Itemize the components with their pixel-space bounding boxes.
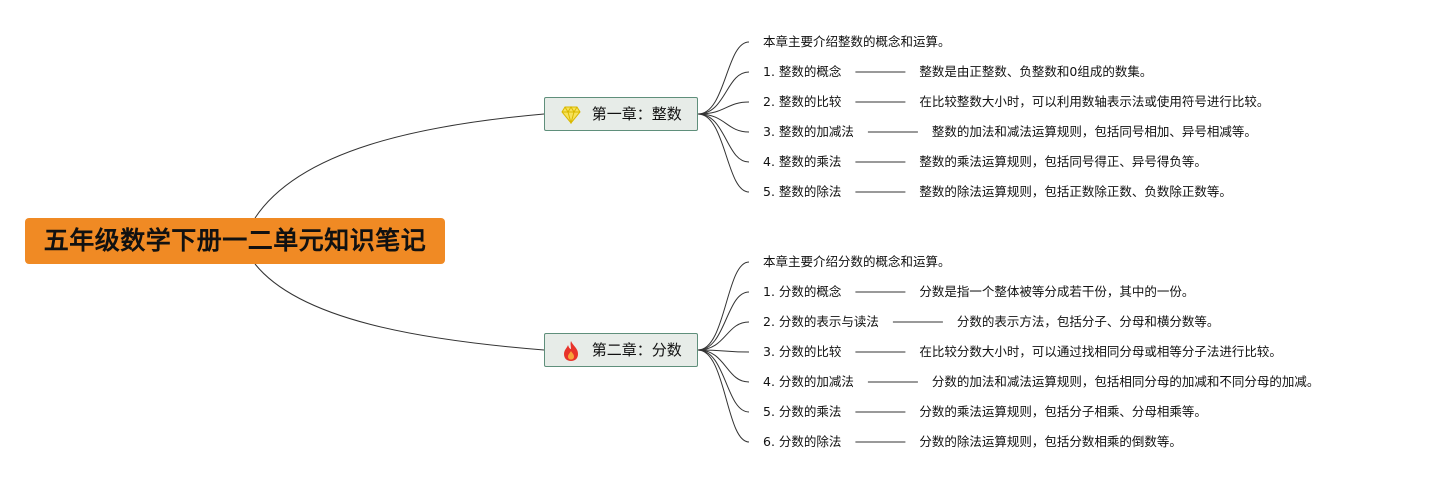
root-to-chapter-2-line: [254, 263, 545, 351]
topic-label[interactable]: 2. 分数的表示与读法: [763, 314, 879, 329]
topic-description[interactable]: 分数的乘法运算规则，包括分子相乘、分母相乘等。: [919, 404, 1207, 419]
topic-label[interactable]: 5. 整数的除法: [763, 184, 842, 199]
branch-line-2-1: [697, 291, 750, 351]
topic-label[interactable]: 3. 分数的比较: [763, 344, 842, 359]
branch-line-1-1: [697, 71, 750, 115]
topic-description[interactable]: 在比较分数大小时，可以通过找相同分母或相等分子法进行比较。: [919, 344, 1282, 359]
topic-description[interactable]: 整数的除法运算规则，包括正数除正数、负数除正数等。: [919, 184, 1232, 199]
topic-label[interactable]: 4. 整数的乘法: [763, 154, 842, 169]
topic-label[interactable]: 6. 分数的除法: [763, 434, 842, 449]
fire-icon: [561, 340, 583, 362]
topic-label[interactable]: 本章主要介绍整数的概念和运算。: [763, 34, 951, 49]
topic-description[interactable]: 分数的表示方法，包括分子、分母和横分数等。: [956, 314, 1220, 329]
branch-line-1-3: [697, 113, 750, 133]
topic-description[interactable]: 分数是指一个整体被等分成若干份，其中的一份。: [919, 284, 1195, 299]
branch-line-1-4: [697, 113, 750, 163]
branch-line-2-4: [697, 349, 750, 383]
topic-label[interactable]: 4. 分数的加减法: [763, 374, 854, 389]
root-title: 五年级数学下册一二单元知识笔记: [43, 226, 427, 255]
topic-label[interactable]: 1. 分数的概念: [763, 284, 842, 299]
topic-description[interactable]: 整数是由正整数、负整数和0组成的数集。: [919, 64, 1153, 79]
branch-line-1-0: [697, 41, 750, 115]
topic-description[interactable]: 整数的乘法运算规则，包括同号得正、异号得负等。: [919, 154, 1207, 169]
topic-label[interactable]: 5. 分数的乘法: [763, 404, 842, 419]
topic-description[interactable]: 分数的除法运算规则，包括分数相乘的倒数等。: [919, 434, 1182, 449]
branch-line-1-2: [697, 101, 750, 115]
topic-label[interactable]: 2. 整数的比较: [763, 94, 842, 109]
root-to-chapter-1-line: [254, 113, 545, 219]
topic-description[interactable]: 在比较整数大小时，可以利用数轴表示法或使用符号进行比较。: [919, 94, 1270, 109]
chapter-node-1[interactable]: 第一章：整数: [544, 97, 698, 131]
branch-line-1-5: [697, 113, 750, 193]
gem-icon: [561, 105, 583, 124]
topic-label[interactable]: 本章主要介绍分数的概念和运算。: [763, 254, 951, 269]
topic-description[interactable]: 分数的加法和减法运算规则，包括相同分母的加减和不同分母的加减。: [931, 374, 1320, 389]
chapter-title: 第一章：整数: [591, 105, 682, 123]
branch-line-2-0: [697, 261, 750, 351]
branch-line-2-3: [697, 349, 750, 353]
topic-description[interactable]: 整数的加法和减法运算规则，包括同号相加、异号相减等。: [931, 124, 1257, 139]
branch-line-2-6: [697, 349, 750, 443]
root-topic[interactable]: 五年级数学下册一二单元知识笔记: [25, 218, 445, 264]
branch-line-2-5: [697, 349, 750, 413]
topic-label[interactable]: 1. 整数的概念: [763, 64, 842, 79]
branch-line-2-2: [697, 321, 750, 351]
chapter-node-2[interactable]: 第二章：分数: [544, 333, 698, 367]
topic-label[interactable]: 3. 整数的加减法: [763, 124, 854, 139]
chapter-title: 第二章：分数: [591, 341, 682, 359]
